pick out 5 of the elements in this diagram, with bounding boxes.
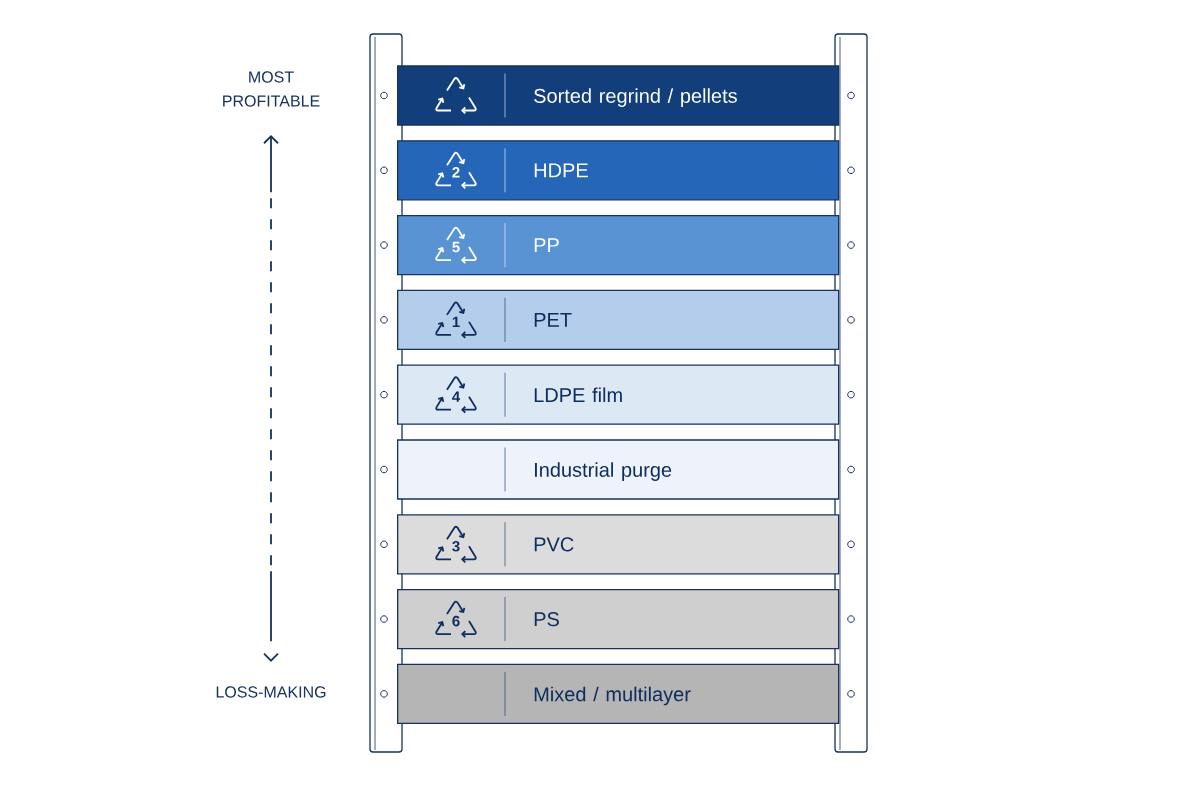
material-bar: Industrial purge xyxy=(397,439,840,500)
axis-label: LOSS-MAKING xyxy=(216,686,326,698)
axis-label: MOST PROFITABLE xyxy=(223,71,320,107)
material-bar: Sorted regrind / pellets xyxy=(397,65,840,126)
material-bar: Mixed / multilayer xyxy=(397,663,840,725)
